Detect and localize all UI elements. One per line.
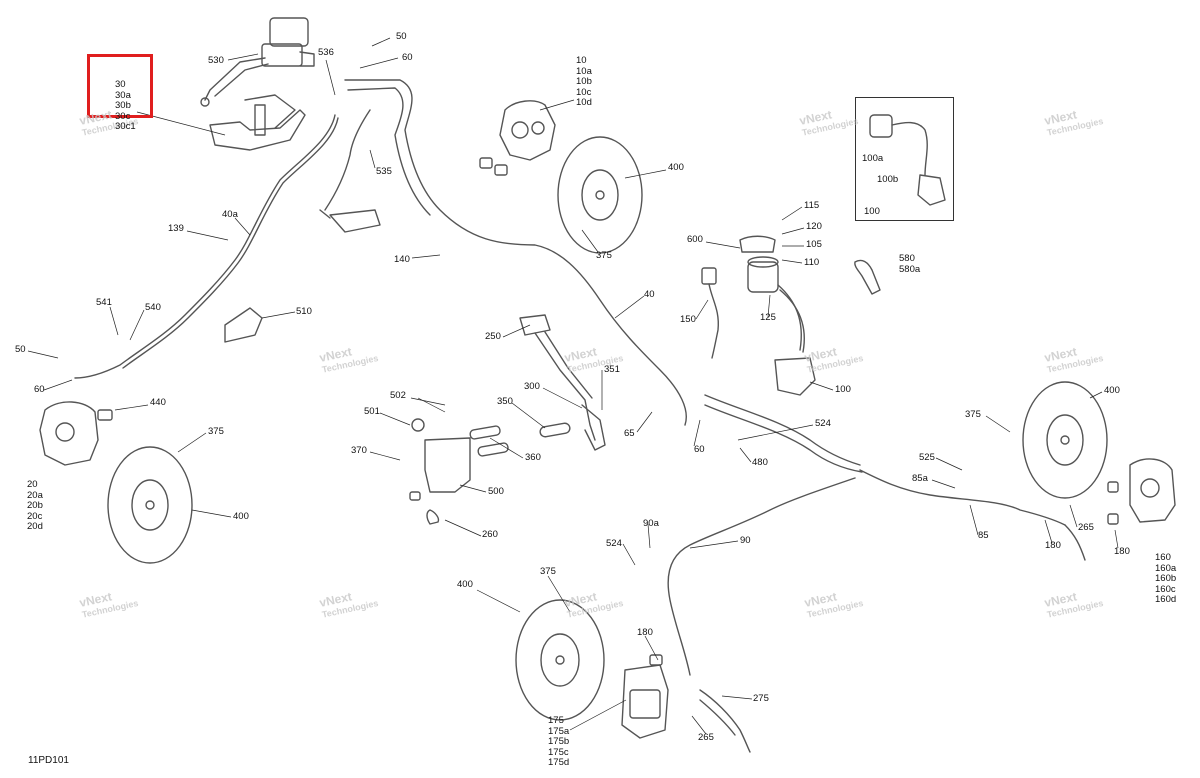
callout-360[interactable]: 360 <box>525 452 541 463</box>
highlight-box <box>87 54 153 118</box>
callout-140[interactable]: 140 <box>394 254 410 265</box>
callout-535[interactable]: 535 <box>376 166 392 177</box>
callout-600[interactable]: 600 <box>687 234 703 245</box>
callout-375-left[interactable]: 375 <box>208 426 224 437</box>
callout-350[interactable]: 350 <box>497 396 513 407</box>
callout-150[interactable]: 150 <box>680 314 696 325</box>
callout-90[interactable]: 90 <box>740 535 751 546</box>
callout-20[interactable]: 20 20a 20b 20c 20d <box>27 479 43 532</box>
callout-85[interactable]: 85 <box>978 530 989 541</box>
inset-box-100 <box>855 97 954 221</box>
sensor-150 <box>701 267 720 359</box>
callout-30[interactable]: 30 30a 30b 30c 30c1 <box>115 79 136 132</box>
rotor-top <box>557 136 643 254</box>
caliper-175 <box>621 654 669 739</box>
callout-125[interactable]: 125 <box>760 312 776 323</box>
brake-line-85-90 <box>667 394 1086 753</box>
callout-180-right-b[interactable]: 180 <box>1114 546 1130 557</box>
callout-115[interactable]: 115 <box>804 200 820 211</box>
callout-100b[interactable]: 100b <box>877 174 899 185</box>
callout-275[interactable]: 275 <box>753 693 769 704</box>
pivot-shaft-350 <box>469 422 571 457</box>
callout-300[interactable]: 300 <box>524 381 540 392</box>
callout-525[interactable]: 525 <box>919 452 935 463</box>
callout-440[interactable]: 440 <box>150 397 166 408</box>
callout-180-right-a[interactable]: 180 <box>1045 540 1061 551</box>
callout-265-right[interactable]: 265 <box>1078 522 1094 533</box>
callout-90a[interactable]: 90a <box>643 518 659 529</box>
clip-540 <box>319 209 381 233</box>
callout-160[interactable]: 160 160a 160b 160c 160d <box>1155 552 1177 605</box>
reservoir-125 <box>739 235 816 396</box>
callout-375-top[interactable]: 375 <box>596 250 612 261</box>
callout-60-mid[interactable]: 60 <box>694 444 705 455</box>
callout-265-bottom[interactable]: 265 <box>698 732 714 743</box>
callout-400-left[interactable]: 400 <box>233 511 249 522</box>
rotor-bottom <box>515 599 605 721</box>
callout-65[interactable]: 65 <box>624 428 635 439</box>
callout-400-right[interactable]: 400 <box>1104 385 1120 396</box>
callout-180-bottom[interactable]: 180 <box>637 627 653 638</box>
callout-100[interactable]: 100 <box>835 384 851 395</box>
callout-120[interactable]: 120 <box>806 221 822 232</box>
callout-40a[interactable]: 40a <box>222 209 238 220</box>
callout-10[interactable]: 10 10a 10b 10c 10d <box>576 55 592 108</box>
callout-400-top[interactable]: 400 <box>668 162 684 173</box>
callout-524[interactable]: 524 <box>815 418 831 429</box>
callout-530[interactable]: 530 <box>208 55 224 66</box>
callout-260[interactable]: 260 <box>482 529 498 540</box>
callout-139[interactable]: 139 <box>168 223 184 234</box>
bracket-30 <box>209 94 306 151</box>
master-cylinder-530 <box>200 17 315 107</box>
callout-175[interactable]: 175 175a 175b 175c 175d <box>548 715 570 768</box>
diagram-id-label: 11PD101 <box>28 755 69 766</box>
callout-60[interactable]: 60 <box>402 52 413 63</box>
caliper-160 <box>1107 458 1176 525</box>
callout-375-right[interactable]: 375 <box>965 409 981 420</box>
callout-510[interactable]: 510 <box>296 306 312 317</box>
callout-400-bottom[interactable]: 400 <box>457 579 473 590</box>
callout-50-left[interactable]: 50 <box>15 344 26 355</box>
callout-40[interactable]: 40 <box>644 289 655 300</box>
callout-60-left[interactable]: 60 <box>34 384 45 395</box>
duct-580 <box>854 259 881 295</box>
callout-524-bottom[interactable]: 524 <box>606 538 622 549</box>
brake-pedal-250 <box>519 314 606 451</box>
callout-370[interactable]: 370 <box>351 445 367 456</box>
callout-351[interactable]: 351 <box>604 364 620 375</box>
inset-reservoir-100 <box>869 114 946 206</box>
callout-536[interactable]: 536 <box>318 47 334 58</box>
rotor-left <box>107 446 193 564</box>
callout-50[interactable]: 50 <box>396 31 407 42</box>
callout-541[interactable]: 541 <box>96 297 112 308</box>
callout-85a[interactable]: 85a <box>912 473 928 484</box>
callout-500[interactable]: 500 <box>488 486 504 497</box>
callout-480[interactable]: 480 <box>752 457 768 468</box>
rotor-right <box>1022 381 1108 499</box>
callout-105[interactable]: 105 <box>806 239 822 250</box>
caliper-10 <box>479 100 556 176</box>
callout-375-bottom[interactable]: 375 <box>540 566 556 577</box>
brake-line-40 <box>74 79 687 426</box>
callout-580[interactable]: 580 580a <box>899 253 921 275</box>
pedal-bracket-500 <box>409 418 471 525</box>
callout-100-inset[interactable]: 100 <box>864 206 880 217</box>
callout-100a[interactable]: 100a <box>862 153 884 164</box>
callout-250[interactable]: 250 <box>485 331 501 342</box>
guard-510 <box>224 307 263 343</box>
callout-501[interactable]: 501 <box>364 406 380 417</box>
caliper-20 <box>39 401 113 466</box>
callout-540[interactable]: 540 <box>145 302 161 313</box>
callout-110[interactable]: 110 <box>804 257 820 268</box>
callout-502[interactable]: 502 <box>390 390 406 401</box>
